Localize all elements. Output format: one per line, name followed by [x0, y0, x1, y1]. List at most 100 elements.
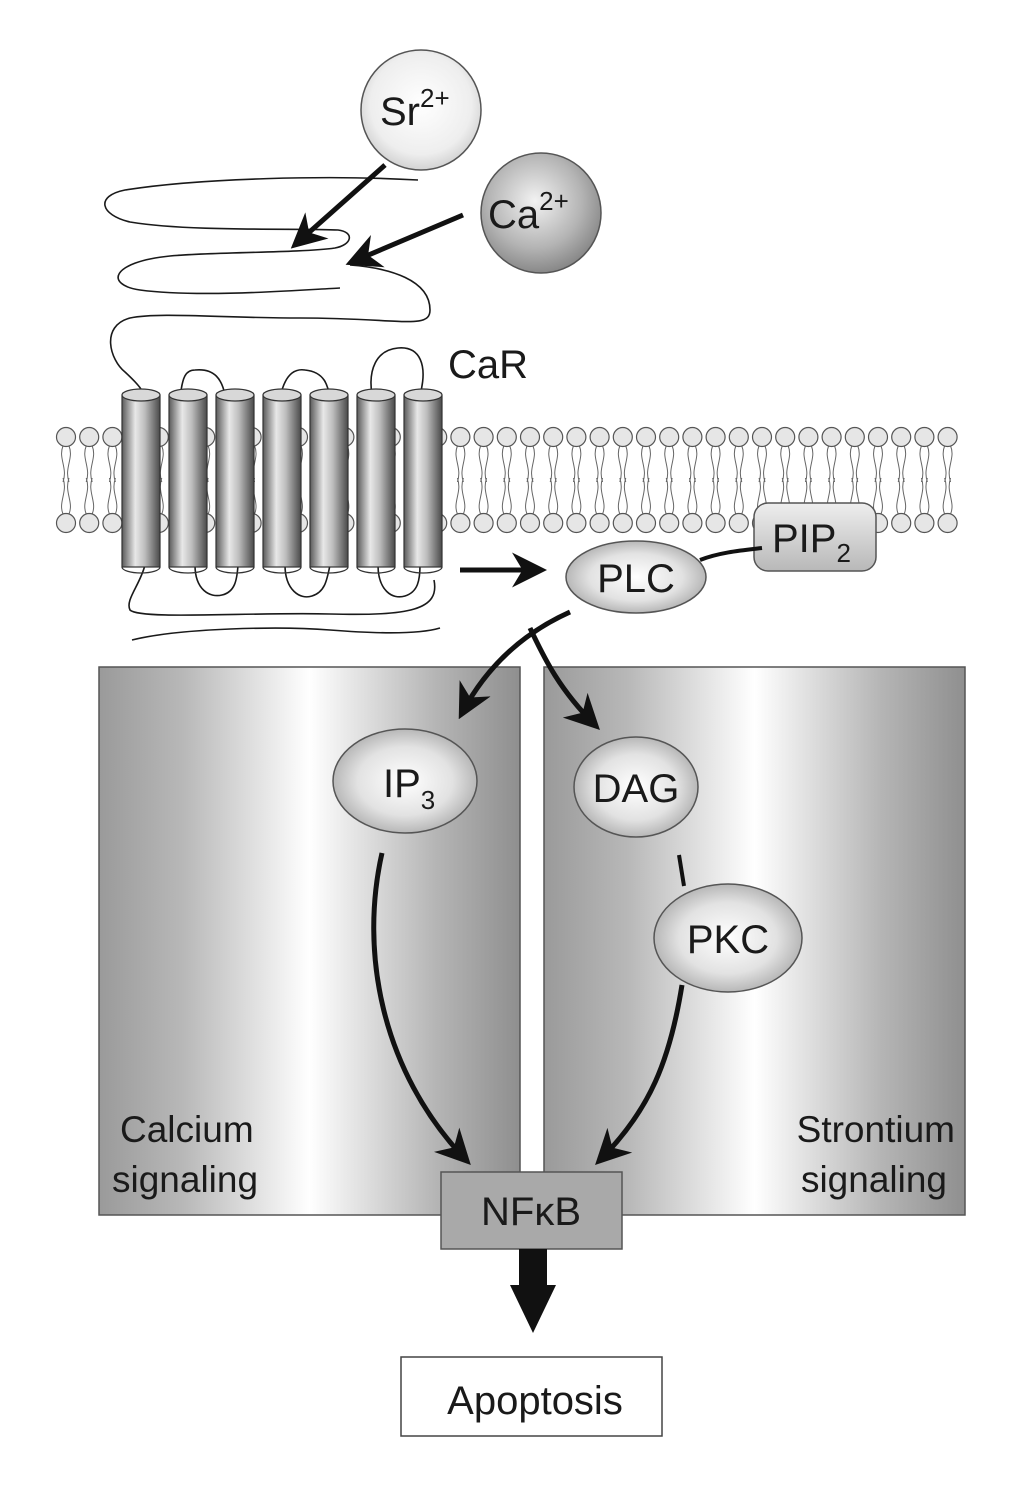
lipid-tail	[594, 445, 605, 515]
receptor-extracellular-domain	[104, 176, 431, 401]
lipid-head	[844, 426, 865, 448]
dag-node: DAG	[573, 736, 699, 838]
lipid-tail	[571, 445, 582, 515]
lipid-head	[496, 512, 517, 534]
lipid-head	[635, 426, 657, 448]
lipid-tail	[710, 445, 721, 515]
pkc-to-nfkb-arrow	[595, 984, 685, 1165]
calcium-signaling-label: Calcium	[120, 1109, 254, 1150]
receptor-transmembrane-helices	[121, 388, 443, 574]
lipid-tail	[617, 445, 628, 515]
lipid-head	[728, 426, 749, 448]
lipid-head	[798, 426, 819, 448]
ca-binding-arrow	[345, 212, 464, 268]
lipid-head	[566, 512, 587, 534]
plc-node: PLC	[565, 540, 707, 614]
transmembrane-helix	[262, 388, 302, 574]
sr-binding-arrow	[290, 163, 387, 249]
lipid-head	[635, 512, 657, 534]
lipid-head	[543, 512, 564, 534]
lipid-head	[566, 426, 587, 448]
lipid-tail	[107, 445, 118, 515]
lipid-head	[450, 512, 471, 534]
ip3-to-nfkb-arrow	[371, 852, 471, 1166]
transmembrane-helix	[168, 388, 208, 574]
lipid-tail	[942, 445, 953, 515]
lipid-head	[519, 426, 541, 448]
lipid-head	[937, 426, 958, 448]
lipid-head	[450, 426, 471, 448]
lipid-head	[659, 512, 680, 534]
lipid-head	[79, 426, 100, 448]
lipid-head	[543, 426, 564, 448]
calcium-ion: Ca2+	[480, 152, 602, 274]
lipid-tail	[826, 445, 837, 515]
lipid-head	[705, 426, 726, 448]
lipid-head	[682, 426, 703, 448]
ip3-node: IP3	[332, 728, 478, 834]
lipid-head	[867, 426, 889, 448]
lipid-head	[79, 512, 100, 534]
lipid-tail	[780, 445, 791, 515]
lipid-head	[914, 426, 935, 448]
lipid-head	[473, 426, 494, 448]
transmembrane-helix	[215, 388, 255, 574]
plc-to-ip3-arrow	[458, 609, 572, 720]
lipid-head	[728, 512, 749, 534]
lipid-head	[55, 512, 77, 534]
lipid-tail	[478, 445, 489, 515]
svg-text:NFκB: NFκB	[481, 1190, 581, 1234]
lipid-tail	[803, 445, 814, 515]
lipid-tail	[757, 445, 767, 515]
plc-to-dag-arrow	[527, 626, 600, 730]
lipid-tail	[525, 445, 535, 515]
lipid-head	[496, 426, 517, 448]
lipid-tail	[501, 445, 512, 515]
lipid-tail	[455, 445, 466, 515]
lipid-tail	[919, 445, 930, 515]
lipid-head	[705, 512, 726, 534]
transmembrane-helix	[121, 388, 161, 574]
svg-text:Sr2+: Sr2+	[380, 83, 450, 134]
lipid-head	[519, 512, 541, 534]
lipid-head	[891, 512, 912, 534]
transmembrane-helix	[403, 388, 443, 574]
lipid-head	[914, 512, 935, 534]
lipid-tail	[61, 445, 71, 515]
lipid-tail	[548, 445, 559, 515]
svg-text:Apoptosis: Apoptosis	[447, 1379, 623, 1423]
lipid-head	[682, 512, 703, 534]
lipid-head	[589, 512, 610, 534]
nfkb-to-apoptosis-arrow	[510, 1249, 556, 1333]
svg-text:PKC: PKC	[687, 918, 769, 962]
transmembrane-helix	[356, 388, 396, 574]
lipid-head	[751, 426, 773, 448]
lipid-head	[659, 426, 680, 448]
svg-text:IP3: IP3	[383, 762, 435, 815]
lipid-tail	[687, 445, 698, 515]
strontium-signaling-label: Strontium	[797, 1109, 955, 1150]
lipid-head	[775, 426, 796, 448]
pkc-node: PKC	[653, 883, 803, 993]
lipid-head	[612, 426, 633, 448]
lipid-head	[821, 426, 842, 448]
lipid-head	[937, 512, 958, 534]
lipid-tail	[896, 445, 907, 515]
lipid-head	[55, 426, 77, 448]
plc-pip2-connector	[699, 546, 763, 562]
lipid-head	[102, 426, 123, 448]
lipid-tail	[641, 445, 651, 515]
lipid-tail	[84, 445, 95, 515]
lipid-head	[891, 426, 912, 448]
transmembrane-helix	[309, 388, 349, 574]
svg-text:PIP2: PIP2	[772, 517, 851, 568]
pip2-box: PIP2	[753, 502, 877, 572]
lipid-tail	[733, 445, 744, 515]
strontium-signaling-label-line2: signaling	[801, 1159, 947, 1200]
dag-pkc-connector	[677, 854, 686, 887]
strontium-ion: Sr2+	[360, 49, 482, 171]
receptor-intracellular-loops	[128, 564, 441, 641]
svg-text:Ca2+: Ca2+	[488, 186, 569, 237]
receptor-label: CaR	[448, 343, 528, 387]
